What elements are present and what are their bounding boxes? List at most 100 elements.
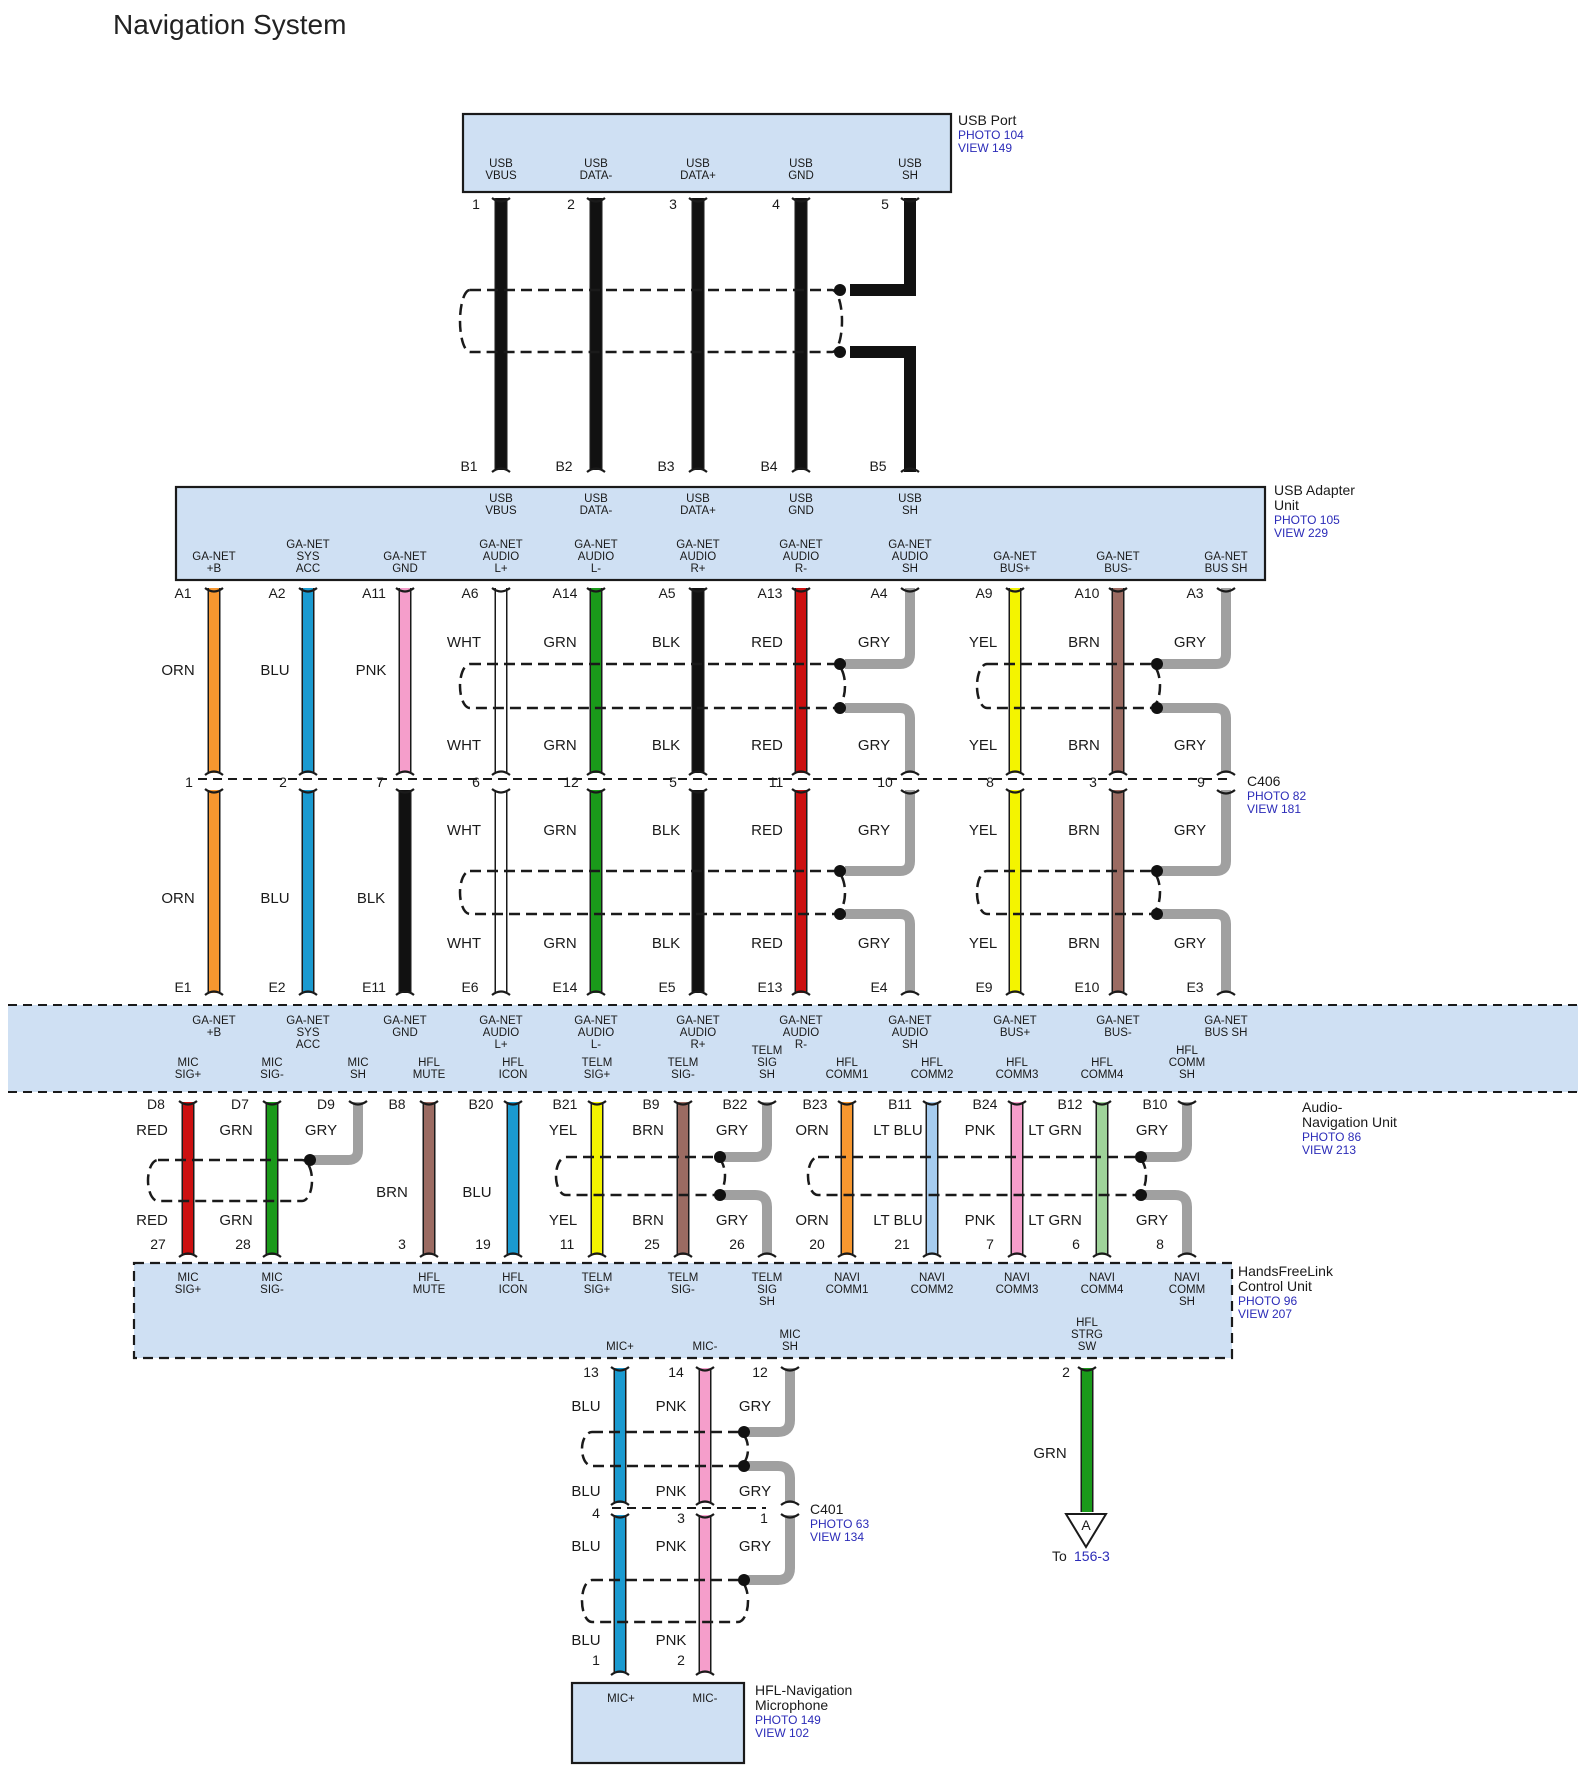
usb-adapter-bottom-terminal-3-line1: GA-NET (383, 551, 426, 563)
shield-layer (146, 284, 1163, 1624)
label-sec1-upper-2: GRN (543, 634, 576, 651)
c406-pin-1: 1 (185, 774, 193, 790)
label-sec2-lower-4: RED (751, 935, 783, 952)
mic-wire-minus-lower-cap-top (695, 1513, 715, 1519)
anu-top-terminal-2-line2: SYS (296, 1027, 319, 1039)
hfl-pin-21: 21 (894, 1236, 910, 1252)
anu-top-terminal-1-line1: GA-NET (192, 1015, 235, 1027)
hfl-top-terminal-8-line2: COMM1 (826, 1284, 869, 1296)
mic-photo-link[interactable]: PHOTO 149 (755, 1713, 821, 1727)
hfl-top-terminal-10-line2: COMM3 (996, 1284, 1039, 1296)
anu-pin-B22: B22 (723, 1096, 748, 1112)
label-sec2-upper-2: GRN (543, 822, 576, 839)
wire-upper-bottom-cap-5 (586, 770, 606, 776)
wire-upper-bottom-cap-2 (298, 770, 318, 776)
audio-drain-lower-cap-bottom (900, 990, 920, 996)
c406-view-link[interactable]: VIEW 181 (1247, 802, 1301, 816)
wire-s3-top-cap-12 (1092, 1100, 1112, 1106)
anu-bottom-terminal-9-line2: COMM1 (826, 1069, 869, 1081)
strg-sw-wire-cap (1077, 1366, 1097, 1372)
anu-view-link[interactable]: VIEW 213 (1302, 1143, 1356, 1157)
usb-cable-top-cap-1 (491, 197, 511, 203)
label-sec2-lower-3: BLK (652, 935, 680, 952)
usb-cable-bottom-cap-2 (586, 467, 606, 473)
usb-port-photo-link[interactable]: PHOTO 104 (958, 128, 1024, 142)
label-sec3-upper-9: PNK (965, 1122, 996, 1139)
audio-drain-upper-cap-bottom (900, 770, 920, 776)
hfl-top-terminal-12-line2: COMM (1169, 1284, 1205, 1296)
anu-photo-link[interactable]: PHOTO 86 (1302, 1130, 1361, 1144)
wire-upper-top-cap-7 (791, 587, 811, 593)
usb-adapter-pin-B2: B2 (555, 458, 572, 474)
usb-port-view-link[interactable]: VIEW 149 (958, 141, 1012, 155)
wire-upper-bottom-cap-10 (1108, 770, 1128, 776)
hfl-photo-link[interactable]: PHOTO 96 (1238, 1294, 1297, 1308)
mic-wire-plus-lower-cap-bottom (610, 1670, 630, 1676)
c401-name: C401 (810, 1501, 844, 1517)
usb-adapter-bottom-terminal-1-line2: +B (207, 563, 222, 575)
off-page-reference-link[interactable]: 156-3 (1074, 1548, 1110, 1564)
hfl-pin-26: 26 (729, 1236, 745, 1252)
usb-port-pin-3: 3 (669, 196, 677, 212)
usb-adapter-box (174, 485, 1267, 582)
usb-drain-top-cap (900, 197, 920, 203)
anu-top-terminal-11-line2: BUS SH (1205, 1027, 1248, 1039)
wire-upper-bottom-cap-7 (791, 770, 811, 776)
hfl-pin-12: 12 (752, 1364, 768, 1380)
mic-wire-plus-cap-bottom (610, 1500, 630, 1506)
anu-pin-D8: D8 (147, 1096, 165, 1112)
wire-lower-top-cap-3 (395, 788, 415, 794)
hfl-pin-7: 7 (986, 1236, 994, 1252)
hfl-bottom-terminal-mic-minus-line1: MIC- (693, 1341, 718, 1353)
wire-s3-bottom-cap-7 (673, 1252, 693, 1258)
hfl-name-line1: HandsFreeLink (1238, 1263, 1334, 1279)
anu-bottom-terminal-3-line2: SH (350, 1069, 366, 1081)
hfl-view-link[interactable]: VIEW 207 (1238, 1307, 1292, 1321)
c406-photo-link[interactable]: PHOTO 82 (1247, 789, 1306, 803)
usb-port-terminal-4-line2: GND (788, 170, 814, 182)
c401-photo-link[interactable]: PHOTO 63 (810, 1517, 869, 1531)
label-sec3-upper-2: GRN (219, 1122, 252, 1139)
usb-adapter-view-link[interactable]: VIEW 229 (1274, 526, 1328, 540)
wire-lower-bottom-cap-3 (395, 990, 415, 996)
usb-adapter-bottom-terminal-2-line1: GA-NET (286, 539, 329, 551)
wire-upper-bottom-cap-9 (1005, 770, 1025, 776)
anu-top-terminal-7-line1: GA-NET (779, 1015, 822, 1027)
bus-drain-lower-cap-bottom (1216, 990, 1236, 996)
wire-lower-top-cap-9 (1005, 788, 1025, 794)
label-sec5-upper-1: BLU (571, 1538, 600, 1555)
hfl-control-unit-box (132, 1261, 1234, 1360)
anu-pin-B12: B12 (1058, 1096, 1083, 1112)
usb-adapter-bottom-terminal-6-line1: GA-NET (676, 539, 719, 551)
bus-shield-upper (975, 662, 1162, 710)
comm-shield-dot-b (1135, 1189, 1147, 1201)
usb-shield-dot-lower (834, 346, 846, 358)
label-sec4-upper-2: PNK (656, 1398, 687, 1415)
mic-terminal-plus: MIC+ (607, 1693, 635, 1705)
label-sec4-lower-3: GRY (739, 1483, 771, 1500)
usb-adapter-pin-A11: A11 (362, 585, 386, 601)
label-sec5-lower-2: PNK (656, 1632, 687, 1649)
c401-view-link[interactable]: VIEW 134 (810, 1530, 864, 1544)
mic-cable-shield-lower-dot (738, 1574, 750, 1586)
anu-top-terminal-4-line3: L+ (494, 1039, 507, 1051)
anu-top-terminal-3-line2: GND (392, 1027, 418, 1039)
label-sec1-lower-2: GRN (543, 737, 576, 754)
usb-adapter-bottom-terminal-8-line3: SH (902, 563, 918, 575)
mic-wire-plus-lower-cap-top (610, 1513, 630, 1519)
anu-bottom-terminal-7-line1: TELM (668, 1057, 699, 1069)
label-sec5-lower-1: BLU (571, 1632, 600, 1649)
usb-cable-top-cap-2 (586, 197, 606, 203)
bus-drain-upper-cap-bottom (1216, 770, 1236, 776)
mic-view-link[interactable]: VIEW 102 (755, 1726, 809, 1740)
usb-adapter-photo-link[interactable]: PHOTO 105 (1274, 513, 1340, 527)
c406-pin-3: 3 (1089, 774, 1097, 790)
hfl-top-terminal-5-line2: SIG+ (584, 1284, 611, 1296)
label-sec3-lower-8: PNK (965, 1212, 996, 1229)
anu-top-terminal-8-line3: SH (902, 1039, 918, 1051)
comm-drain-cap-top (1177, 1100, 1197, 1106)
c406-name: C406 (1247, 773, 1281, 789)
telm-drain-cap-bottom (757, 1252, 777, 1258)
label-sec4-lower-2: PNK (656, 1483, 687, 1500)
